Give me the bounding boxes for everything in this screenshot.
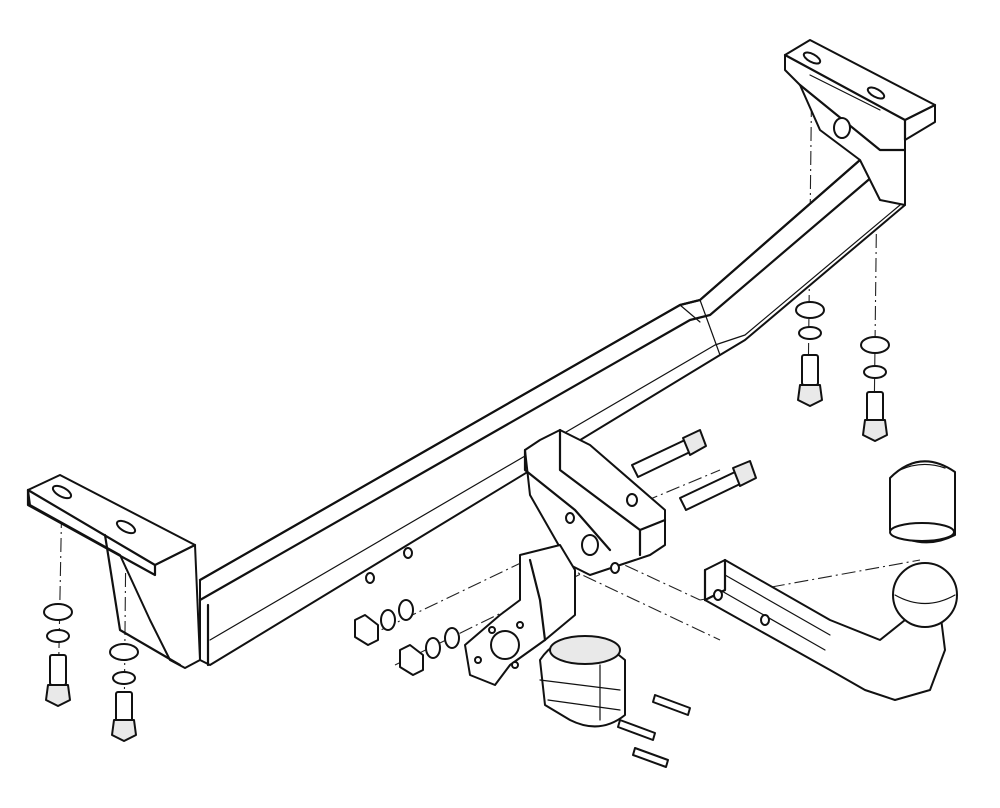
hardware-stack-right-2 (860, 336, 890, 442)
hardware-stack-left-1 (43, 603, 73, 707)
hardware-stack-right-1 (795, 301, 825, 407)
hex-nuts-washers-center (354, 547, 460, 676)
ball-cover-cap (889, 460, 956, 544)
crossbar-beam (198, 158, 906, 667)
socket-bracket (464, 544, 576, 686)
electrical-socket (539, 635, 626, 728)
long-bolt-lower (679, 460, 757, 511)
tow-ball-neck (703, 558, 958, 701)
left-mounting-bracket (26, 474, 201, 669)
hex-bolts-center (631, 429, 757, 511)
socket-screws (617, 694, 691, 768)
hardware-stack-left-2 (109, 643, 139, 742)
right-mounting-bracket (783, 39, 937, 206)
long-bolt-upper (631, 429, 707, 478)
center-mounting-plate (523, 428, 667, 576)
